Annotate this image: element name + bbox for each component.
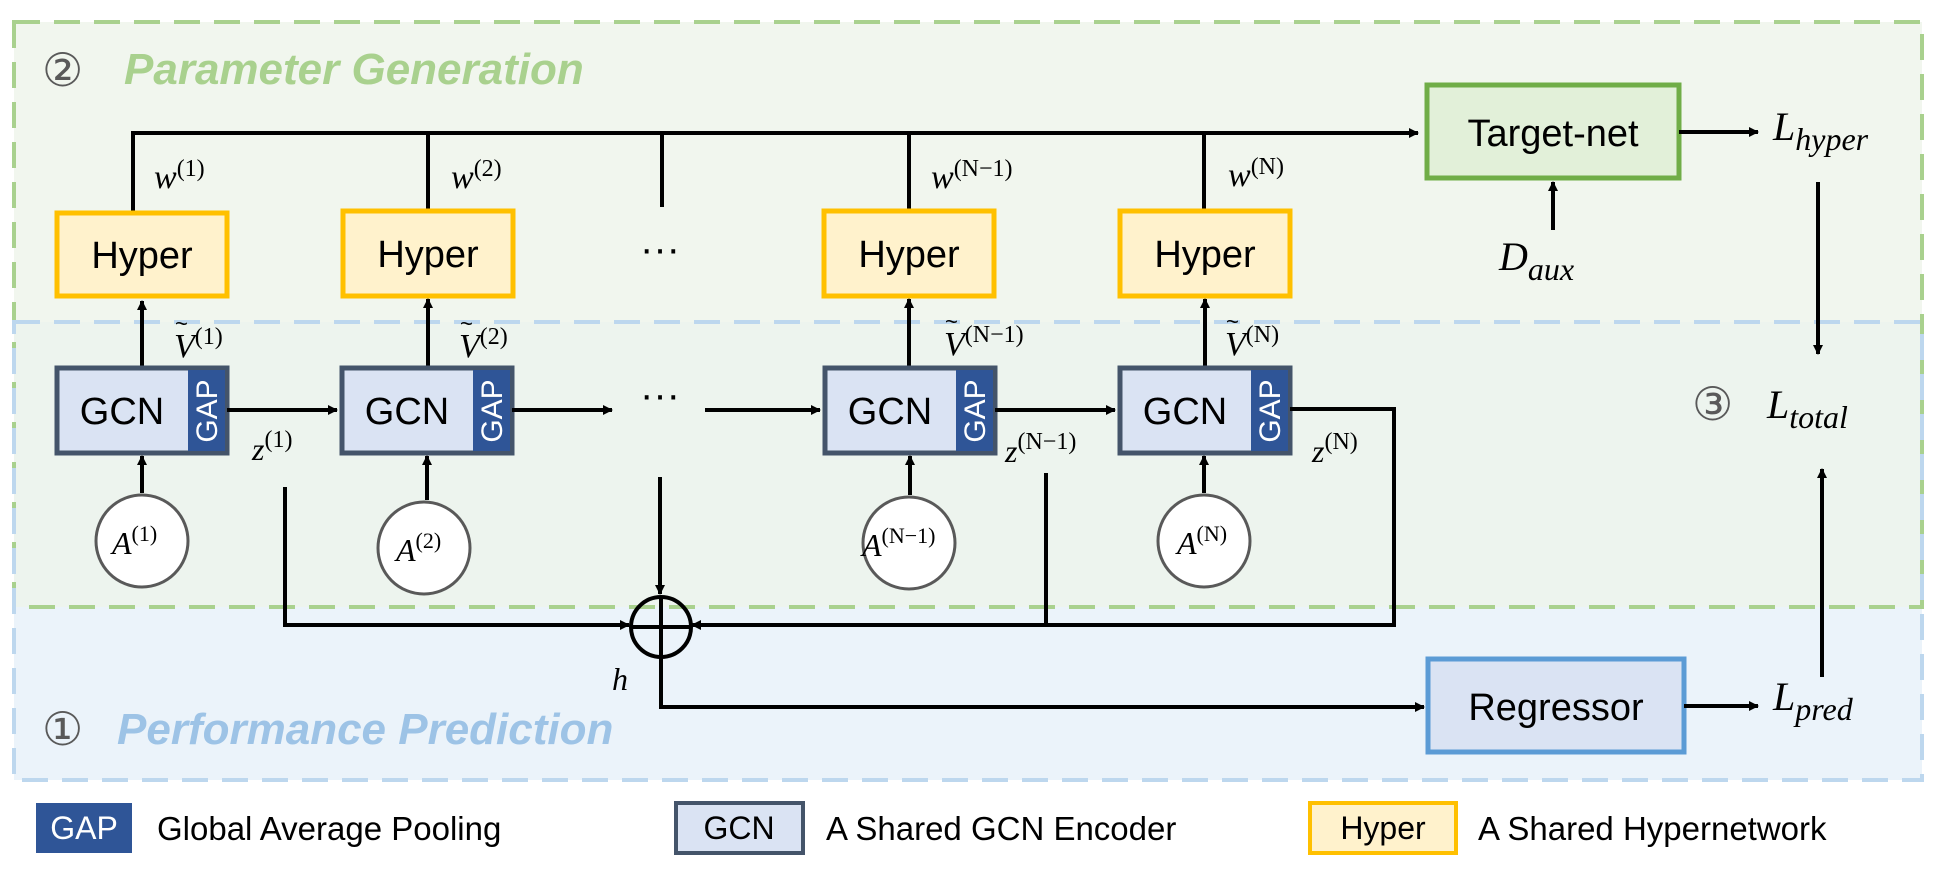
w-label-n-minus-1: w(N−1) — [931, 156, 1013, 196]
svg-text:~: ~ — [460, 311, 473, 336]
sum-node — [629, 595, 693, 659]
legend-item-gap: GAP Global Average Pooling — [36, 803, 501, 853]
h-label: h — [612, 661, 628, 697]
z-aggregation-lines — [283, 407, 1396, 630]
gap-block-n-minus-1 — [956, 370, 993, 451]
svg-text:~: ~ — [1226, 309, 1239, 334]
svg-text:A(N): A(N) — [1175, 521, 1227, 561]
svg-text:Hyper: Hyper — [858, 234, 960, 276]
hyper-box-1: Hyper — [54, 210, 230, 299]
svg-text:Hyper: Hyper — [377, 234, 479, 276]
weight-bus — [131, 128, 1419, 211]
hyper-ellipsis: ··· — [640, 227, 680, 271]
hyper-box-n: Hyper — [1117, 208, 1293, 299]
prediction-title: Performance Prediction — [117, 705, 613, 754]
svg-text:A Shared GCN Encoder: A Shared GCN Encoder — [826, 810, 1176, 847]
hyper-box-2: Hyper — [340, 208, 516, 299]
svg-text:GCN: GCN — [703, 810, 774, 846]
legend-item-hyper: Hyper A Shared Hypernetwork — [1308, 801, 1827, 855]
svg-text:GCN: GCN — [1143, 391, 1227, 433]
svg-text:A(N−1): A(N−1) — [860, 523, 936, 563]
gap-block-1 — [188, 370, 225, 451]
gcn-box-1: GAP GCN — [54, 365, 230, 456]
performance-prediction-region — [12, 320, 1924, 782]
svg-text:Hyper: Hyper — [91, 235, 193, 277]
svg-text:GAP: GAP — [959, 379, 992, 442]
l-hyper-label: Lhyper — [1772, 104, 1869, 157]
svg-text:~: ~ — [175, 311, 188, 336]
z-label-n: z(N) — [1311, 429, 1358, 469]
gap-block-n — [1251, 370, 1288, 451]
gcn-box-n: GAP GCN — [1117, 365, 1293, 456]
w-label-1: w(1) — [154, 156, 205, 196]
svg-text:V(N): V(N) — [1225, 322, 1279, 363]
gcn-box-2: GAP GCN — [339, 365, 515, 456]
generation-number: ② — [42, 44, 83, 96]
gcn-to-hyper-arrows — [137, 298, 1210, 367]
svg-text:GCN: GCN — [365, 391, 449, 433]
prediction-number: ① — [42, 703, 83, 755]
w-label-2: w(2) — [451, 156, 502, 196]
adjacency-node-1: A(1) — [94, 455, 190, 589]
adjacency-node-n-minus-1: A(N−1) — [860, 455, 957, 591]
svg-text:A Shared Hypernetwork: A Shared Hypernetwork — [1478, 810, 1827, 847]
v-label-1: V(1) ~ — [174, 311, 223, 365]
legend: GAP Global Average Pooling GCN A Shared … — [36, 801, 1827, 855]
svg-text:A(2): A(2) — [394, 528, 441, 568]
parameter-generation-region — [12, 20, 1924, 609]
svg-text:Hyper: Hyper — [1154, 234, 1256, 276]
svg-text:GAP: GAP — [476, 379, 509, 442]
svg-text:GCN: GCN — [848, 391, 932, 433]
svg-text:GAP: GAP — [191, 379, 224, 442]
svg-text:A(1): A(1) — [110, 521, 157, 561]
w-label-n: w(N) — [1228, 154, 1284, 194]
svg-text:GAP: GAP — [50, 810, 118, 846]
adjacency-node-2: A(2) — [376, 455, 472, 596]
svg-text:Global Average Pooling: Global Average Pooling — [157, 810, 501, 847]
v-label-n: V(N) ~ — [1225, 309, 1279, 363]
gcn-box-n-minus-1: GAP GCN — [822, 365, 998, 456]
svg-text:Target-net: Target-net — [1467, 113, 1639, 155]
generation-title: Parameter Generation — [124, 45, 584, 94]
overlap-region-bg — [14, 322, 1922, 607]
h-to-regressor-arrow — [659, 657, 1425, 712]
z-label-n-minus-1: z(N−1) — [1004, 429, 1076, 469]
svg-text:Hyper: Hyper — [1340, 810, 1426, 846]
d-aux-label: Daux — [1498, 234, 1574, 287]
regressor-box: Regressor — [1425, 656, 1687, 755]
l-total-label: Ltotal — [1766, 382, 1848, 435]
l-pred-label: Lpred — [1772, 674, 1854, 727]
svg-text:~: ~ — [945, 309, 958, 334]
gcn-ellipsis: ··· — [640, 373, 680, 417]
target-net-box: Target-net — [1424, 82, 1682, 181]
hyper-box-n-minus-1: Hyper — [821, 208, 997, 299]
gap-block-2 — [473, 370, 510, 451]
svg-text:GAP: GAP — [1254, 379, 1287, 442]
legend-item-gcn: GCN A Shared GCN Encoder — [674, 801, 1176, 855]
v-label-2: V(2) ~ — [459, 311, 508, 365]
svg-text:Regressor: Regressor — [1468, 687, 1644, 729]
total-number: ③ — [1692, 378, 1733, 430]
adjacency-node-n: A(N) — [1156, 455, 1252, 589]
svg-text:GCN: GCN — [80, 391, 164, 433]
z-label-1: z(1) — [251, 427, 292, 467]
